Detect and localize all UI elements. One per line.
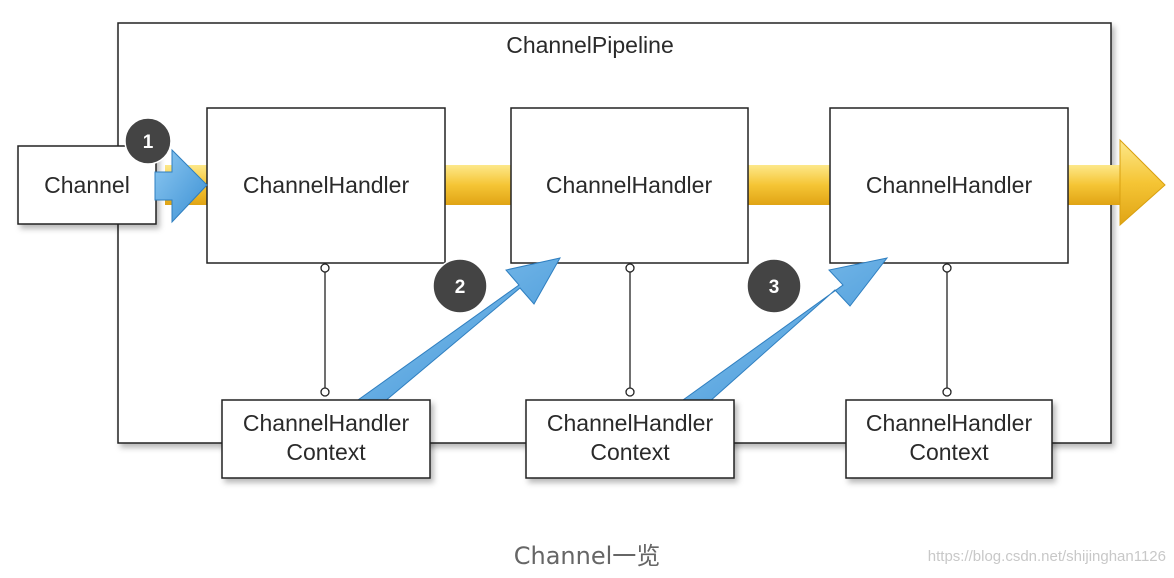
context-line1-3: ChannelHandler: [866, 410, 1033, 436]
context-line1-1: ChannelHandler: [243, 410, 410, 436]
handler-label-1: ChannelHandler: [243, 172, 410, 198]
handler-box-2: [510, 107, 749, 264]
svg-text:2: 2: [455, 277, 466, 298]
handler-label-3: ChannelHandler: [866, 172, 1033, 198]
handler-box-1: [206, 107, 446, 264]
context-flow-arrow-1: [357, 257, 561, 403]
handler-context-links: [320, 263, 952, 397]
handler-label-2: ChannelHandler: [546, 172, 713, 198]
context-line2-1: Context: [286, 439, 366, 465]
channel-label: Channel: [44, 172, 130, 198]
context-box-3: [845, 399, 1053, 479]
context-line1-2: ChannelHandler: [547, 410, 714, 436]
svg-text:3: 3: [769, 277, 780, 298]
step-badge-3: 3: [746, 258, 802, 314]
context-line2-2: Context: [590, 439, 670, 465]
context-box-1: [221, 399, 431, 479]
figure-caption: Channel一览: [513, 542, 661, 570]
watermark-url: https://blog.csdn.net/shijinghan1126: [927, 548, 1166, 565]
channel-inbound-arrow: [154, 148, 208, 224]
handler-box-3: [829, 107, 1069, 264]
context-line2-3: Context: [909, 439, 989, 465]
step-badge-1: 1: [124, 117, 172, 165]
svg-text:1: 1: [143, 132, 154, 153]
step-badge-2: 2: [432, 258, 488, 314]
context-box-2: [525, 399, 735, 479]
context-flow-arrow-2: [682, 257, 889, 403]
pipeline-title: ChannelPipeline: [506, 32, 674, 58]
